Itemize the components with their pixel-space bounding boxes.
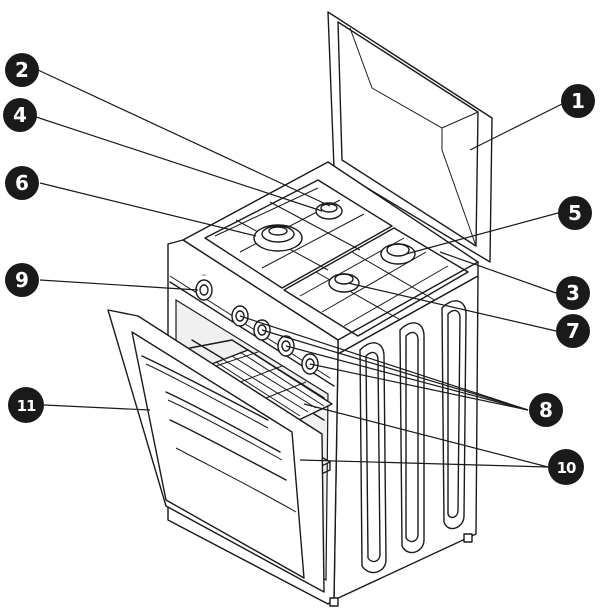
callout-10: 10 [548, 449, 584, 485]
callout-3: 3 [556, 276, 590, 310]
svg-text:5: 5 [568, 201, 582, 225]
svg-text:11: 11 [17, 397, 36, 415]
callout-8: 8 [529, 393, 563, 427]
callout-6: 6 [5, 166, 39, 200]
svg-text:8: 8 [539, 398, 553, 422]
burner-medium-rear [380, 243, 416, 265]
callout-badges: 1 2 3 4 5 6 7 8 [3, 53, 595, 485]
callout-4: 4 [3, 98, 37, 132]
callout-2: 2 [5, 53, 39, 87]
burner-medium-front [328, 273, 360, 293]
callout-11: 11 [8, 387, 44, 423]
svg-text:10: 10 [557, 459, 576, 477]
feet [329, 533, 473, 607]
burner-small-rear [315, 202, 343, 220]
burner-large [253, 224, 303, 252]
side-panel [333, 275, 479, 601]
svg-text:9: 9 [15, 268, 29, 292]
oven-rack [195, 349, 333, 429]
lid [327, 11, 493, 263]
svg-text:~: ~ [201, 272, 206, 279]
svg-text:1: 1 [571, 89, 585, 113]
oven-door [107, 309, 325, 593]
callout-1: 1 [561, 84, 595, 118]
svg-text:2: 2 [15, 58, 29, 82]
callout-5: 5 [558, 196, 592, 230]
callout-9: 9 [5, 263, 39, 297]
svg-text:4: 4 [13, 103, 27, 127]
leader-lines [29, 69, 569, 468]
callout-7: 7 [556, 314, 590, 348]
svg-text:3: 3 [566, 281, 580, 305]
svg-text:7: 7 [566, 319, 580, 343]
svg-text:6: 6 [15, 171, 29, 195]
